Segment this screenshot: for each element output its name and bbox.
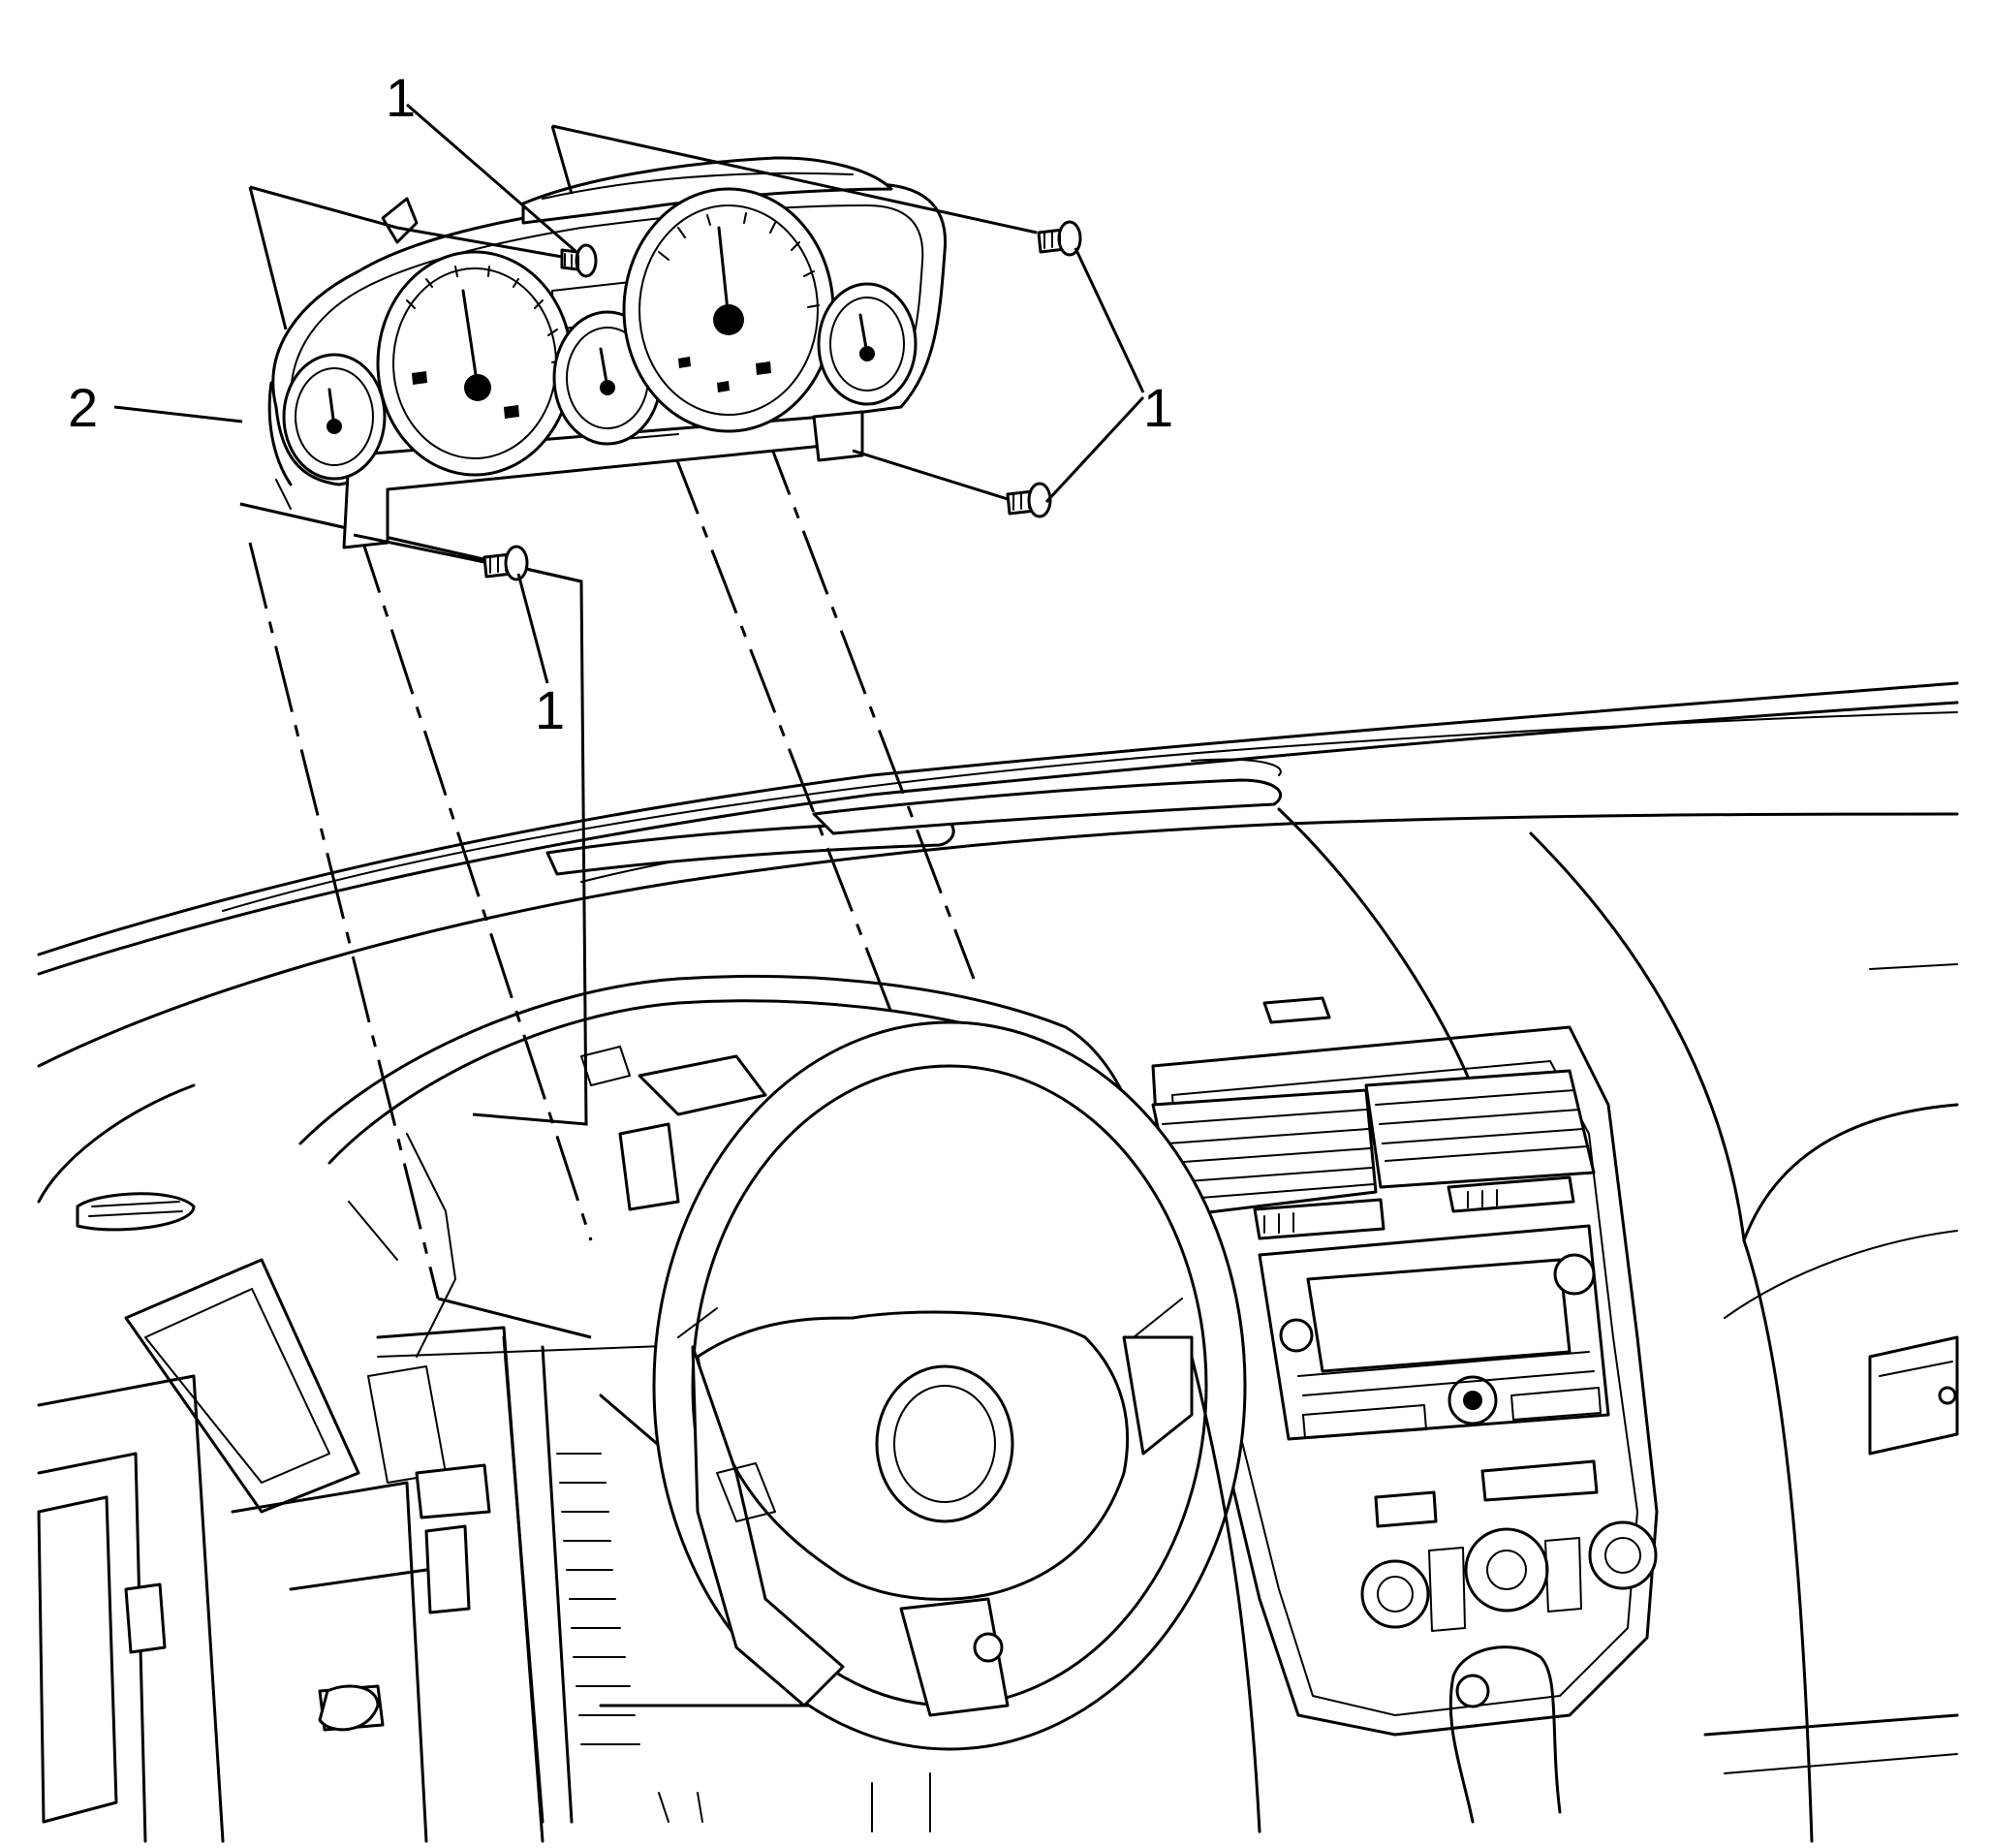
gear-shifter bbox=[1448, 1645, 1562, 1824]
callout-2: 2 bbox=[68, 377, 243, 438]
climate-controls bbox=[1360, 1459, 1658, 1632]
fasteners bbox=[482, 220, 1082, 581]
svg-text:1: 1 bbox=[535, 679, 565, 740]
svg-text:2: 2 bbox=[68, 377, 98, 438]
gauge-oil-pressure bbox=[817, 282, 918, 406]
alignment-lines bbox=[239, 430, 976, 1339]
svg-text:1: 1 bbox=[1143, 377, 1173, 438]
steering-wheel bbox=[652, 1020, 1247, 1751]
callout-1-right: 1 bbox=[1044, 247, 1173, 504]
screw-top bbox=[560, 243, 598, 278]
screw-top-right bbox=[1037, 220, 1082, 257]
instrument-panel bbox=[37, 681, 1959, 1843]
center-air-vents bbox=[1151, 1069, 1596, 1240]
callout-1-top: 1 bbox=[386, 67, 577, 254]
screw-right bbox=[1006, 482, 1052, 518]
instrument-cluster bbox=[267, 156, 948, 549]
svg-text:1: 1 bbox=[386, 67, 416, 128]
installation-leaders bbox=[248, 124, 1038, 564]
gauge-tachometer bbox=[376, 250, 574, 477]
callout-1-lower: 1 bbox=[516, 573, 565, 740]
screw-lower bbox=[482, 545, 529, 581]
gauge-speedometer bbox=[622, 187, 835, 433]
gauge-fuel bbox=[282, 353, 387, 481]
left-dash-area bbox=[37, 1083, 545, 1843]
radio-unit bbox=[1258, 1224, 1610, 1441]
